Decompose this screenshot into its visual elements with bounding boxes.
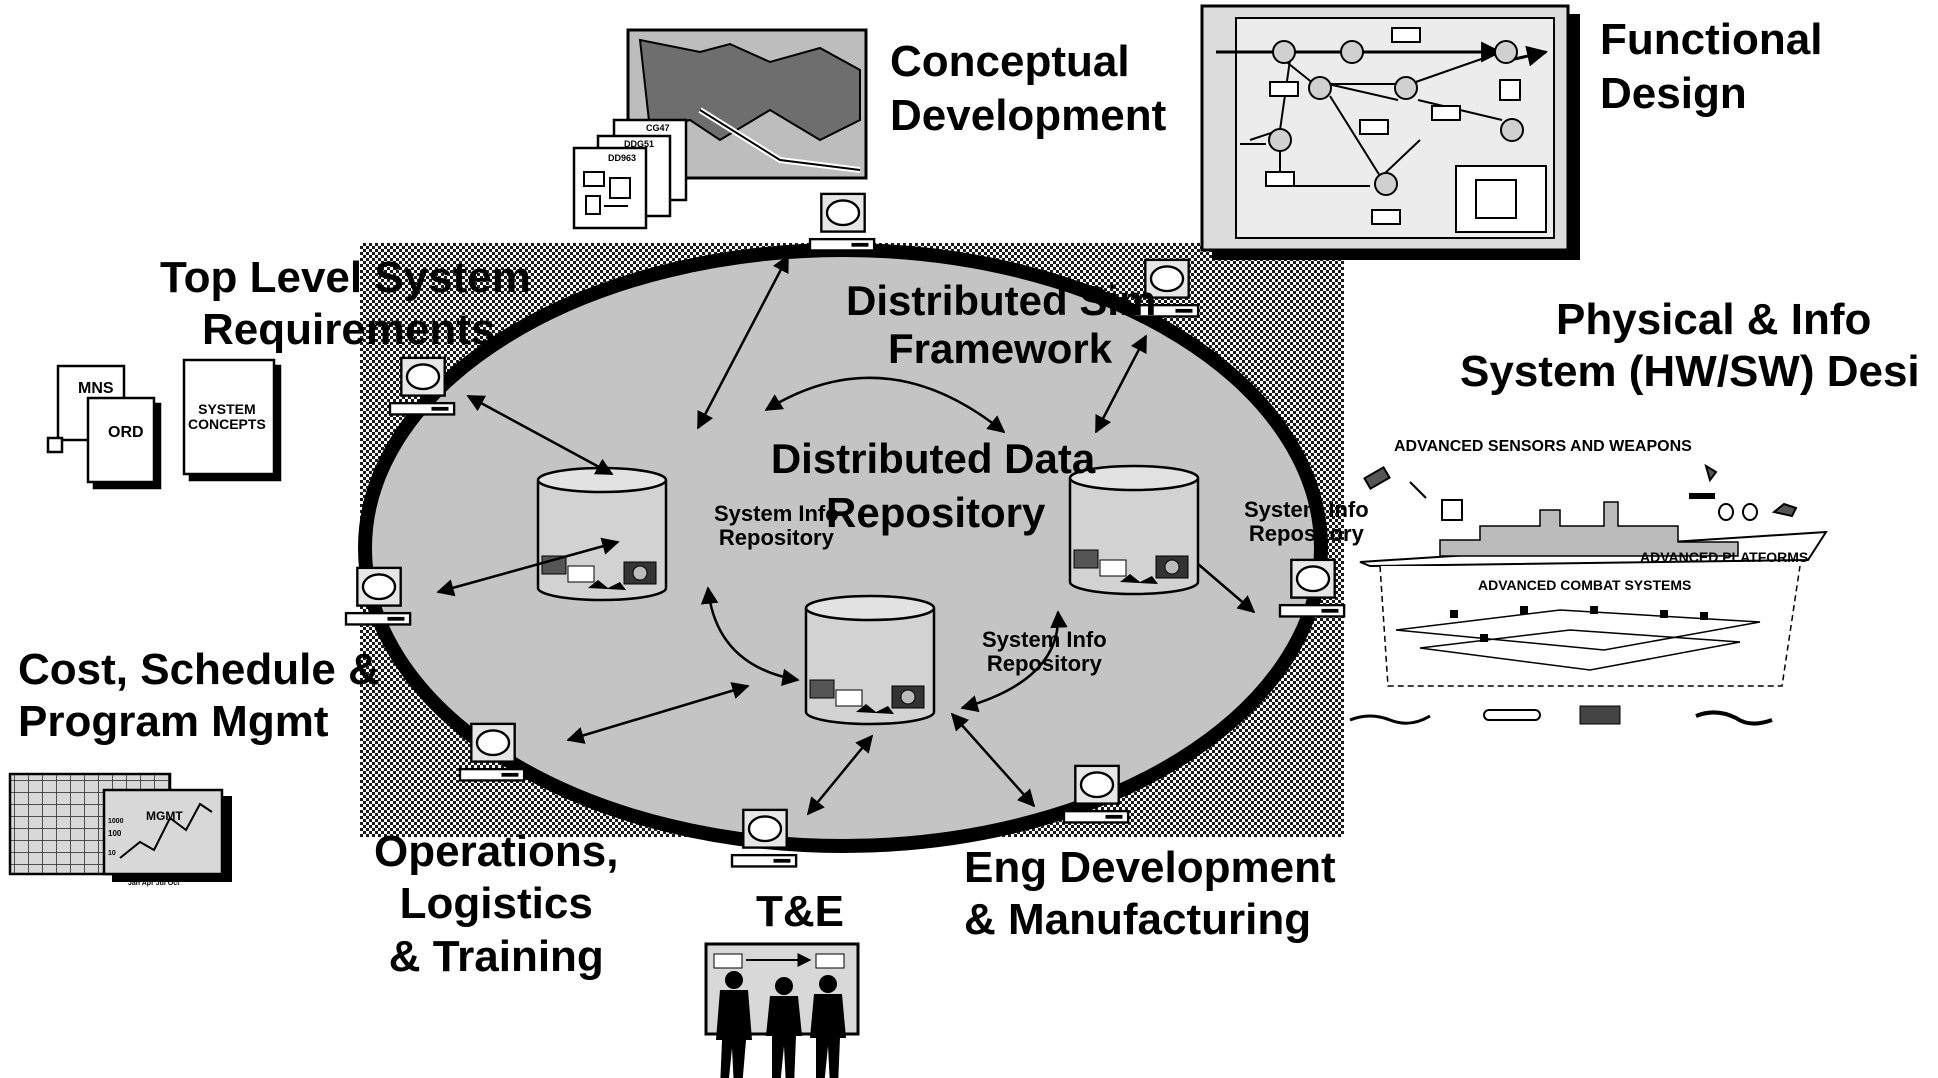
- operations-line1: Operations,: [374, 827, 619, 876]
- cost-schedule-label: Cost, Schedule & Program Mgmt: [18, 645, 380, 747]
- ship-sensors-label: ADVANCED SENSORS AND WEAPONS: [1394, 438, 1692, 455]
- repository-cylinder-left: [536, 466, 668, 602]
- eng-development-label: Eng Development & Manufacturing: [964, 843, 1336, 945]
- functional-design-label: Functional Design: [1600, 15, 1823, 119]
- top-level-requirements-label: Top Level System Requirements: [160, 253, 531, 355]
- monitor-icon-top: [808, 192, 876, 252]
- framework-label-line1: Distributed Sim: [846, 277, 1157, 324]
- ship-doc-label-1: CG47: [646, 123, 670, 133]
- operations-line2: Logistics: [399, 879, 593, 929]
- functional-line1: Functional: [1600, 15, 1823, 64]
- repository-cylinder-center: [804, 594, 936, 726]
- eng-line2: & Manufacturing: [964, 895, 1312, 945]
- repository-label-left-line1: System Info: [714, 501, 839, 526]
- briefing-people-icon: [704, 942, 860, 1078]
- repository-cylinder-right: [1068, 464, 1200, 596]
- te-label: T&E: [756, 887, 844, 936]
- ord-doc-label: ORD: [108, 424, 144, 441]
- conceptual-line2: Development: [890, 91, 1167, 141]
- functional-line2: Design: [1600, 69, 1747, 119]
- physical-line2: System (HW/SW) Desi: [1460, 347, 1920, 397]
- eng-line1: Eng Development: [964, 843, 1336, 892]
- cost-line2: Program Mgmt: [18, 697, 329, 747]
- ship-combat-label: ADVANCED COMBAT SYSTEMS: [1478, 577, 1692, 593]
- mns-doc-label: MNS: [78, 380, 114, 397]
- ship-doc-stack-icon: [572, 118, 688, 230]
- cost-line1: Cost, Schedule &: [18, 645, 380, 694]
- connection-arrows: [436, 254, 1256, 816]
- center-title: Distributed Data: [768, 435, 1098, 482]
- requirements-docs-icon: [46, 358, 282, 490]
- top-level-line1: Top Level System: [160, 253, 531, 302]
- physical-line1: Physical & Info: [1556, 295, 1872, 344]
- mgmt-chart-axis: Jan Apr Jul Oct: [128, 880, 180, 887]
- ship-doc-label-3: DD963: [608, 153, 637, 163]
- mgmt-chart-value-2: 100: [108, 829, 122, 838]
- functional-design-diagram-icon: [1200, 4, 1580, 260]
- physical-design-label: Physical & Info System (HW/SW) Desi: [1460, 295, 1920, 397]
- repository-label-left-line2: Repository: [718, 525, 834, 551]
- conceptual-development-label: Conceptual Development: [890, 37, 1167, 141]
- conceptual-line1: Conceptual: [890, 37, 1130, 86]
- monitor-icon-left: [344, 566, 412, 626]
- system-concepts-label: SYSTEM CONCEPTS: [188, 401, 266, 433]
- framework-label-line2: Framework: [888, 325, 1113, 372]
- repository-label-right-line2: Repository: [1248, 521, 1364, 547]
- mgmt-chart-value-3: 10: [108, 850, 116, 857]
- repository-label-center-line2: Repository: [986, 651, 1102, 677]
- ship-systems-icon: [1349, 463, 1828, 726]
- operations-label: Operations, Logistics & Training: [374, 827, 619, 981]
- mgmt-chart-value-1: 1000: [108, 818, 124, 825]
- repository-label-center: System Info Repository: [982, 627, 1107, 677]
- schedule-chart-icon: [8, 772, 232, 882]
- top-level-line2: Requirements: [202, 305, 496, 355]
- ship-doc-label-2: DDG51: [624, 139, 655, 149]
- repository-label-left: System Info Repository: [714, 501, 839, 551]
- system-concepts-line1: SYSTEM: [198, 401, 256, 417]
- mgmt-chart-label: MGMT: [146, 809, 183, 823]
- repository-label-right: System Info Repository: [1244, 497, 1369, 547]
- center-title-line1: Distributed Data: [770, 435, 1096, 482]
- ship-platforms-label: ADVANCED PLATFORMS: [1640, 549, 1809, 565]
- system-concepts-line2: CONCEPTS: [188, 416, 266, 433]
- repository-label-center-line1: System Info: [982, 627, 1107, 652]
- repository-label-right-line1: System Info: [1244, 497, 1369, 522]
- operations-line3: & Training: [388, 931, 604, 981]
- center-title-repository: Repository: [826, 489, 1046, 536]
